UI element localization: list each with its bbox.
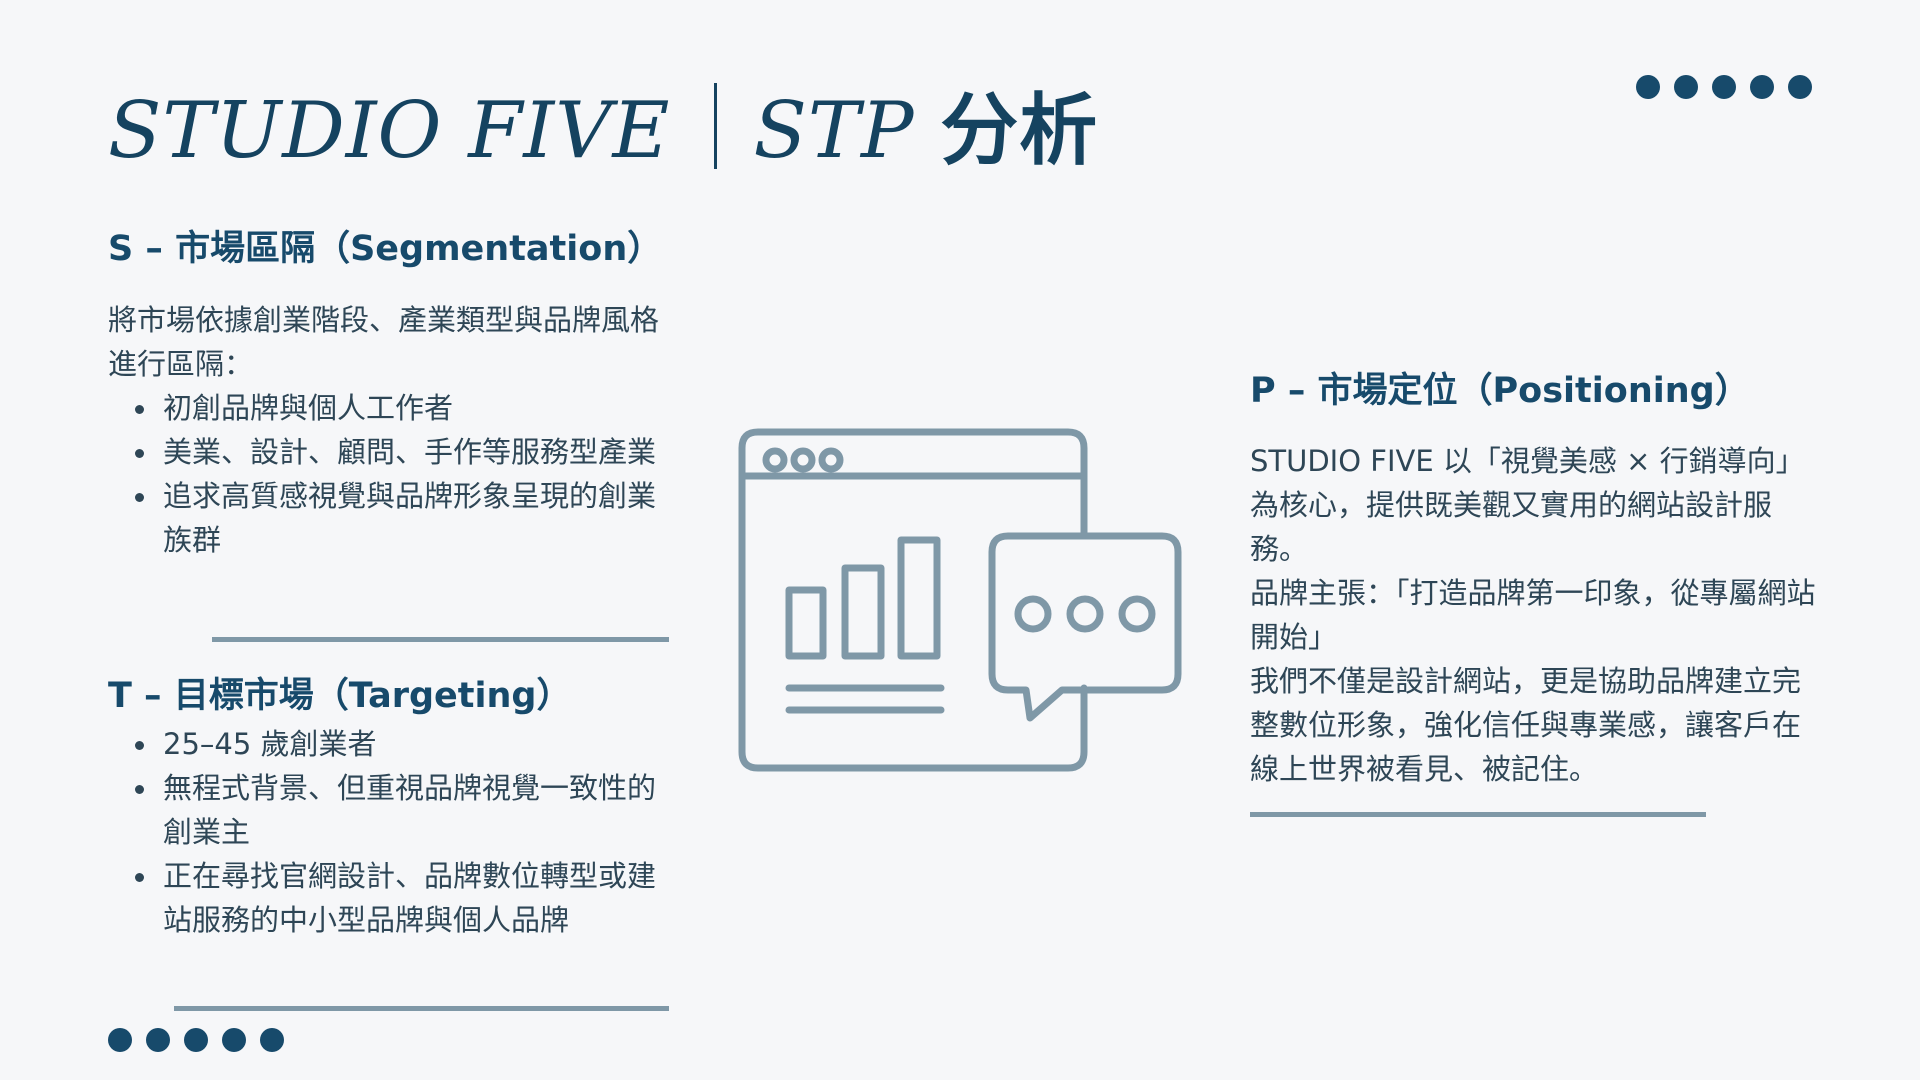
segmentation-list: 初創品牌與個人工作者 美業、設計、顧問、手作等服務型產業 追求高質感視覺與品牌形… [108, 386, 673, 562]
list-item: 正在尋找官網設計、品牌數位轉型或建站服務的中小型品牌與個人品牌 [135, 854, 673, 942]
positioning-paragraph: 品牌主張：「打造品牌第一印象，從專屬網站開始」 [1250, 576, 1816, 654]
list-item: 追求高質感視覺與品牌形象呈現的創業族群 [135, 474, 673, 562]
list-item: 無程式背景、但重視品牌視覺一致性的創業主 [135, 766, 673, 854]
dot [146, 1028, 170, 1052]
positioning-heading: P – 市場定位（Positioning） [1250, 371, 1750, 411]
targeting-list: 25–45 歲創業者 無程式背景、但重視品牌視覺一致性的創業主 正在尋找官網設計… [108, 722, 673, 942]
dot [222, 1028, 246, 1052]
title-latin: STP [753, 86, 915, 176]
dot [1750, 75, 1774, 99]
dots-decoration-top [1636, 75, 1812, 99]
list-item: 初創品牌與個人工作者 [135, 386, 673, 430]
list-item: 美業、設計、顧問、手作等服務型產業 [135, 430, 673, 474]
title-brand: STUDIO FIVE [108, 86, 671, 176]
dot [108, 1028, 132, 1052]
segmentation-body: 將市場依據創業階段、產業類型與品牌風格進行區隔： 初創品牌與個人工作者 美業、設… [108, 298, 673, 562]
list-item: 25–45 歲創業者 [135, 722, 673, 766]
dot [1712, 75, 1736, 99]
title-divider [714, 83, 718, 169]
segmentation-heading: S – 市場區隔（Segmentation） [108, 229, 663, 269]
targeting-heading: T – 目標市場（Targeting） [108, 676, 572, 716]
positioning-paragraph: STUDIO FIVE 以「視覺美感 × 行銷導向」為核心，提供既美觀又實用的網… [1250, 444, 1805, 566]
website-chart-chat-icon [738, 428, 1182, 772]
dot [1674, 75, 1698, 99]
targeting-body: 25–45 歲創業者 無程式背景、但重視品牌視覺一致性的創業主 正在尋找官網設計… [108, 722, 673, 942]
positioning-paragraph: 我們不僅是設計網站，更是協助品牌建立完整數位形象，強化信任與專業感，讓客戶在線上… [1250, 664, 1802, 786]
segmentation-intro: 將市場依據創業階段、產業類型與品牌風格進行區隔： [108, 303, 660, 381]
title-cjk: 分析 [940, 86, 1099, 176]
dot [260, 1028, 284, 1052]
dot [1636, 75, 1660, 99]
positioning-divider [1250, 812, 1706, 817]
segmentation-divider [212, 637, 669, 642]
targeting-divider [174, 1006, 669, 1011]
page-title: STUDIO FIVE STP 分析 [108, 68, 1098, 180]
dot [184, 1028, 208, 1052]
positioning-body: STUDIO FIVE 以「視覺美感 × 行銷導向」為核心，提供既美觀又實用的網… [1250, 439, 1820, 791]
dot [1788, 75, 1812, 99]
dots-decoration-bottom [108, 1028, 284, 1052]
